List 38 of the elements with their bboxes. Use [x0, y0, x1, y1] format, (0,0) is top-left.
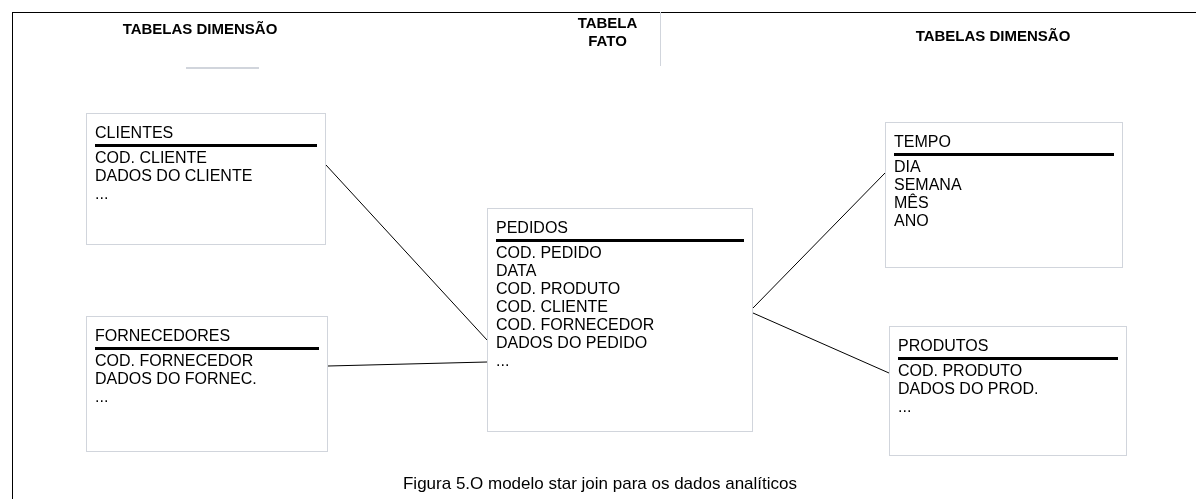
table-name: PEDIDOS	[496, 219, 744, 242]
field-name: COD. FORNECEDOR	[496, 316, 655, 334]
field-name: DIA	[894, 158, 921, 176]
field-name: DADOS DO PEDIDO	[496, 334, 648, 352]
table-box	[86, 316, 328, 452]
field-name: SEMANA	[894, 176, 962, 193]
field-name: DADOS DO FORNEC.	[95, 370, 257, 388]
field-name: COD. CLIENTE	[496, 298, 608, 316]
table-box	[487, 208, 753, 432]
connector-line	[752, 312, 890, 374]
table-box	[889, 326, 1127, 456]
table-name: TEMPO	[894, 133, 1114, 156]
field-name: ...	[898, 398, 912, 416]
caption: Figura 5.O modelo star join para os dados analíticos	[401, 474, 798, 494]
field-name: COD. PEDIDO	[496, 244, 602, 262]
field-name: COD. FORNECEDOR	[95, 352, 254, 370]
section-heading: TABELAS DIMENSÃO	[121, 20, 279, 38]
field-name: DATA	[496, 262, 537, 280]
connector-line	[752, 172, 886, 309]
connector-line	[327, 361, 488, 367]
table-name: FORNECEDORES	[95, 327, 319, 350]
table-name: CLIENTES	[95, 124, 317, 147]
field-name: COD. PRODUTO	[496, 280, 621, 298]
table-name: PRODUTOS	[898, 337, 1118, 360]
connector-line	[325, 164, 488, 341]
field-name: ...	[95, 185, 109, 203]
field-name: COD. PRODUTO	[898, 362, 1023, 380]
field-name: ...	[496, 352, 510, 370]
field-name: ANO	[894, 212, 929, 230]
field-name: COD. CLIENTE	[95, 149, 207, 167]
table-box	[86, 113, 326, 245]
field-name: MÊS	[894, 194, 929, 212]
field-name: DADOS DO CLIENTE	[95, 167, 253, 185]
field-name: DADOS DO PROD.	[898, 380, 1039, 398]
field-name: ...	[95, 388, 109, 406]
table-box	[885, 122, 1123, 268]
section-heading: TABELA FATO	[576, 14, 639, 50]
section-heading: TABELAS DIMENSÃO	[914, 27, 1072, 45]
